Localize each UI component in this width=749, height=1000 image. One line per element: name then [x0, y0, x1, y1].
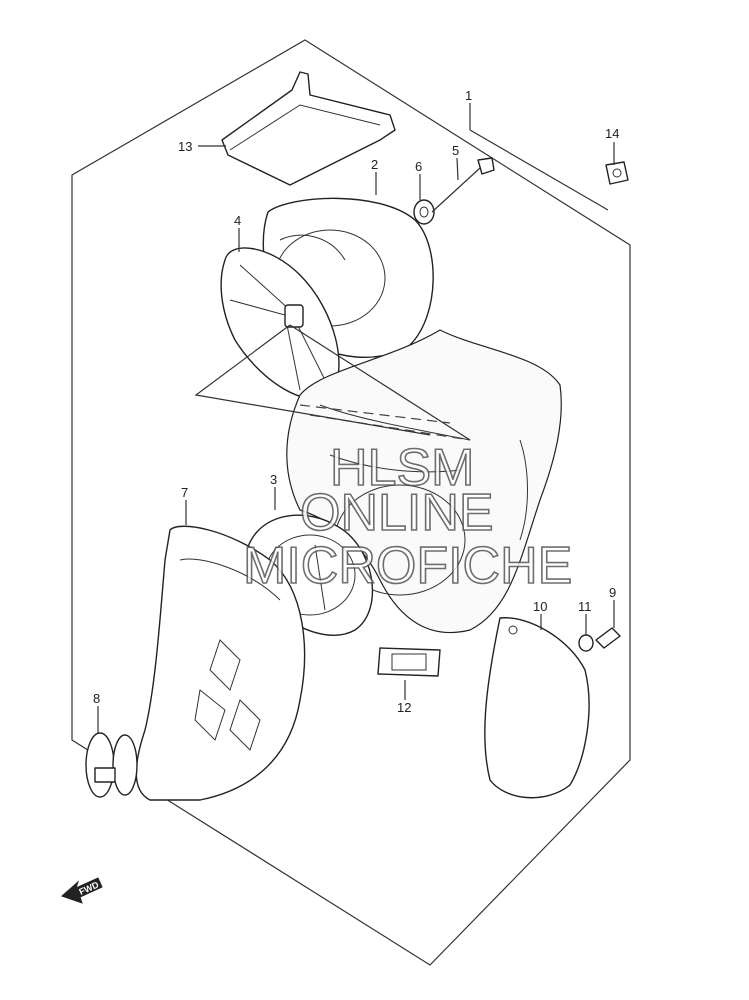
callout-5: 5	[452, 143, 459, 158]
fwd-direction-arrow: FWD	[61, 877, 103, 904]
leader-lines-4	[194, 324, 471, 441]
part-6-washer[interactable]	[413, 199, 435, 225]
part-11-washer[interactable]	[578, 634, 594, 652]
callout-numbers: 1 2 3 4 5 6 7 8 9 10 11 12 13 14	[93, 88, 619, 715]
part-4-element-cage[interactable]	[220, 247, 340, 400]
part-13-cover-plate[interactable]	[221, 71, 396, 186]
callout-2: 2	[371, 157, 378, 172]
callout-13: 13	[178, 139, 192, 154]
callout-9: 9	[609, 585, 616, 600]
alignment-line-a	[309, 414, 471, 441]
callout-leaders	[97, 103, 615, 733]
part-7-intake-duct[interactable]	[135, 525, 306, 801]
part-5-wing-bolt[interactable]	[431, 157, 495, 213]
watermark-line-1: HLSM	[330, 439, 474, 497]
callout-6: 6	[415, 159, 422, 174]
part-8-hose-clamp[interactable]	[85, 732, 138, 798]
part-10-side-cover[interactable]	[484, 617, 590, 799]
callout-11: 11	[578, 599, 592, 614]
callout-7: 7	[181, 485, 188, 500]
callout-8: 8	[93, 691, 100, 706]
callout-3: 3	[270, 472, 277, 487]
watermark-line-2: ONLINE	[300, 484, 494, 542]
part-12-rubber-strap[interactable]	[377, 647, 441, 677]
callout-10: 10	[533, 599, 547, 614]
callout-1: 1	[465, 88, 472, 103]
watermark: HLSM ONLINE MICROFICHE	[242, 438, 573, 596]
diagram-border	[71, 39, 631, 966]
part-14-clip-nut[interactable]	[605, 161, 629, 185]
alignment-line-b	[299, 404, 451, 424]
callout-12: 12	[397, 700, 411, 715]
part-9-bolt[interactable]	[595, 627, 621, 649]
callout-4: 4	[234, 213, 241, 228]
callout-14: 14	[605, 126, 619, 141]
fwd-label: FWD	[77, 879, 100, 897]
watermark-line-3: MICROFICHE	[243, 537, 572, 595]
